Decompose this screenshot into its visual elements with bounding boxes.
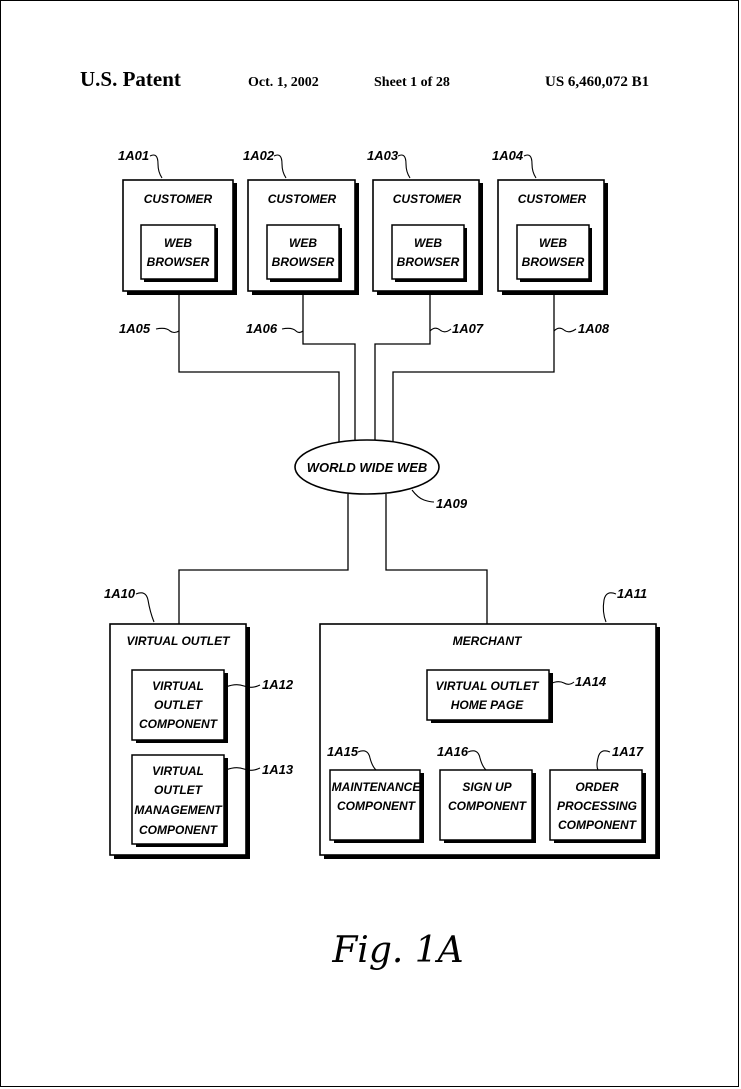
connection-ref-1a07: 1A07 [452, 321, 484, 336]
vo-component-line3: COMPONENT [139, 717, 219, 731]
order-line3: COMPONENT [558, 818, 638, 832]
leader-line-1a05 [156, 328, 179, 332]
vo-component-line2: OUTLET [154, 698, 204, 712]
web-browser-line1-2: WEB [289, 236, 317, 250]
merchant: 1A11 MERCHANT VIRTUAL OUTLET HOME PAGE 1… [320, 586, 660, 859]
customer-1: CUSTOMER WEB BROWSER 1A01 [118, 148, 237, 295]
header-patent-number: US 6,460,072 B1 [545, 74, 649, 90]
customer-4: CUSTOMER WEB BROWSER 1A04 [492, 148, 608, 295]
www-label: WORLD WIDE WEB [307, 460, 428, 475]
leader-line-1a10 [136, 593, 154, 622]
order-line2: PROCESSING [557, 799, 637, 813]
web-browser-line2-3: BROWSER [397, 255, 460, 269]
virtual-outlet-ref: 1A10 [104, 586, 136, 601]
web-browser-line1-4: WEB [539, 236, 567, 250]
vo-component-line1: VIRTUAL [152, 679, 204, 693]
figure-label: Fig. 1A [331, 930, 463, 971]
web-browser-box-1 [141, 225, 215, 279]
vo-management-line3: MANAGEMENT [134, 803, 223, 817]
leader-line-1a11 [603, 593, 616, 622]
vo-component-ref: 1A12 [262, 677, 294, 692]
www-to-merchant-line [386, 494, 487, 624]
web-browser-line2-1: BROWSER [147, 255, 210, 269]
connection-line-1a05 [179, 291, 339, 454]
maintenance-ref: 1A15 [327, 744, 359, 759]
customer-ref-2: 1A02 [243, 148, 275, 163]
web-browser-box-4 [517, 225, 589, 279]
www-to-virtual-outlet-line [179, 494, 348, 624]
customer-ref-1: 1A01 [118, 148, 149, 163]
order-line1: ORDER [575, 780, 619, 794]
home-page-line2: HOME PAGE [451, 698, 524, 712]
connection-ref-1a06: 1A06 [246, 321, 278, 336]
web-browser-line2-2: BROWSER [272, 255, 335, 269]
order-ref: 1A17 [612, 744, 644, 759]
leader-line-1a04 [524, 155, 536, 178]
vo-management-line4: COMPONENT [139, 823, 219, 837]
customer-title-4: CUSTOMER [518, 192, 587, 206]
home-page-box [427, 670, 549, 720]
connection-line-1a06 [303, 291, 355, 450]
web-browser-box-2 [267, 225, 339, 279]
leader-line-1a09 [412, 490, 434, 502]
customer-title-3: CUSTOMER [393, 192, 462, 206]
vo-management-line2: OUTLET [154, 783, 204, 797]
signup-ref: 1A16 [437, 744, 469, 759]
merchant-title: MERCHANT [453, 634, 523, 648]
web-browser-line2-4: BROWSER [522, 255, 585, 269]
leader-line-1a01 [150, 155, 162, 178]
web-browser-line1-3: WEB [414, 236, 442, 250]
leader-line-1a07 [430, 328, 451, 332]
customer-3: CUSTOMER WEB BROWSER 1A03 [367, 148, 483, 295]
web-browser-line1-1: WEB [164, 236, 192, 250]
leader-line-1a03 [398, 155, 410, 178]
customer-ref-4: 1A04 [492, 148, 524, 163]
merchant-ref: 1A11 [617, 586, 647, 601]
leader-line-1a06 [282, 328, 303, 332]
home-page-ref: 1A14 [575, 674, 607, 689]
vo-management-ref: 1A13 [262, 762, 294, 777]
customer-connections: 1A05 1A06 1A07 1A08 [119, 291, 610, 454]
customer-title-2: CUSTOMER [268, 192, 337, 206]
web-browser-box-3 [392, 225, 464, 279]
virtual-outlet-title: VIRTUAL OUTLET [127, 634, 232, 648]
vo-management-line1: VIRTUAL [152, 764, 204, 778]
customer-2: CUSTOMER WEB BROWSER 1A02 [243, 148, 359, 295]
header-date: Oct. 1, 2002 [248, 75, 319, 90]
signup-line2: COMPONENT [448, 799, 528, 813]
customer-title-1: CUSTOMER [144, 192, 213, 206]
leader-line-1a02 [274, 155, 286, 178]
world-wide-web: WORLD WIDE WEB 1A09 [295, 440, 468, 511]
header-sheet: Sheet 1 of 28 [374, 75, 450, 90]
connection-ref-1a05: 1A05 [119, 321, 151, 336]
www-ref: 1A09 [436, 496, 468, 511]
customer-ref-3: 1A03 [367, 148, 399, 163]
connection-line-1a08 [393, 291, 554, 454]
connection-ref-1a08: 1A08 [578, 321, 610, 336]
signup-line1: SIGN UP [462, 780, 512, 794]
maintenance-line2: COMPONENT [337, 799, 417, 813]
connection-line-1a07 [375, 291, 430, 450]
home-page-line1: VIRTUAL OUTLET [436, 679, 541, 693]
virtual-outlet: 1A10 VIRTUAL OUTLET VIRTUAL OUTLET COMPO… [104, 586, 294, 859]
header-title: U.S. Patent [80, 67, 181, 91]
leader-line-1a08 [554, 328, 576, 332]
maintenance-line1: MAINTENANCE [332, 780, 422, 794]
